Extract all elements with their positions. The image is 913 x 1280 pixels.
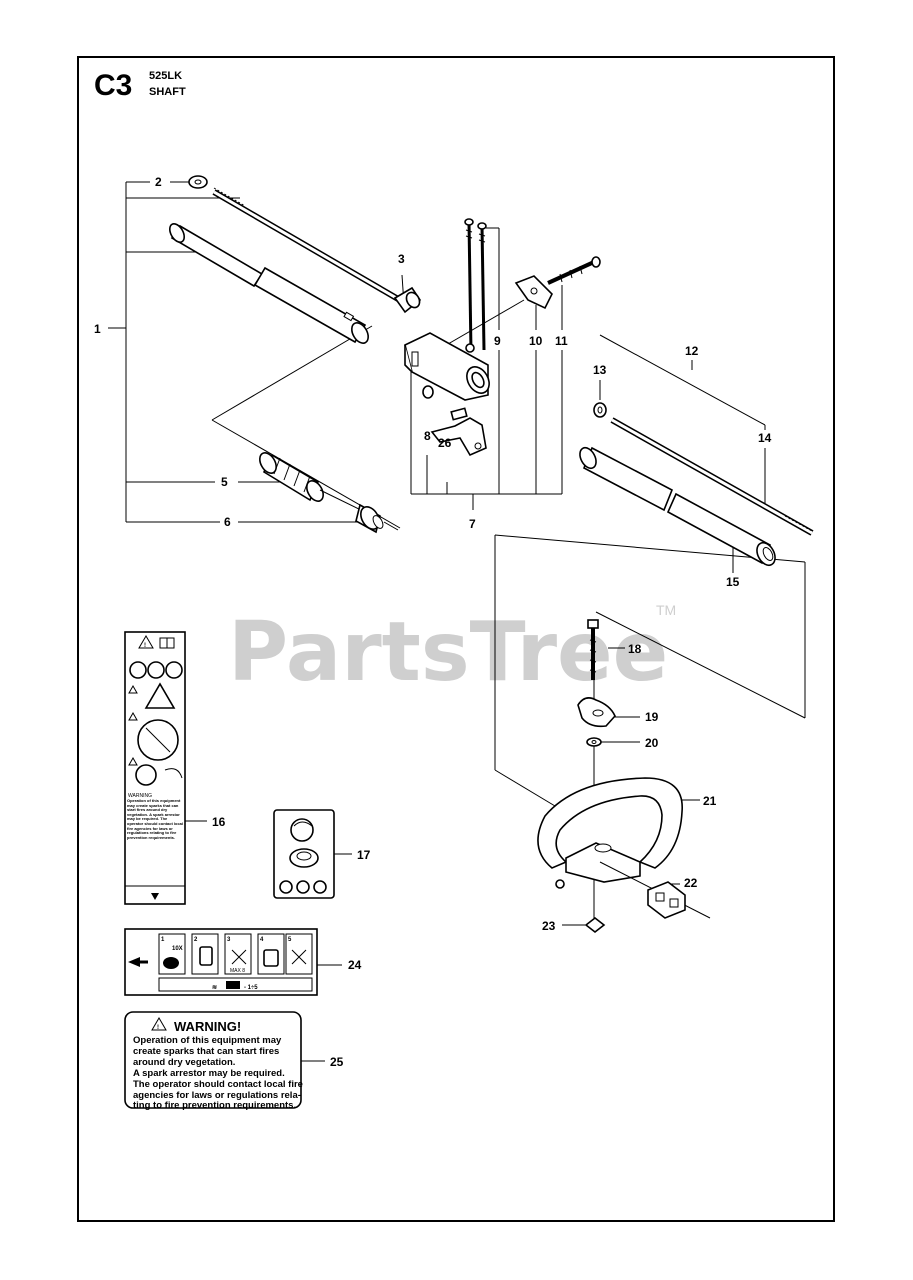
callout-21[interactable]: 21 (703, 794, 717, 808)
svg-text:agencies for laws or regulatio: agencies for laws or regulations rela- (133, 1090, 301, 1101)
warning-triangle-icon (151, 1017, 167, 1031)
model-name: 525LK (149, 70, 182, 82)
svg-text:≋: ≋ (212, 985, 217, 991)
callout-15[interactable]: 15 (726, 575, 740, 589)
callout-14[interactable]: 14 (758, 431, 772, 445)
part-8-nut[interactable] (422, 385, 434, 399)
svg-text:2: 2 (194, 937, 198, 943)
svg-text:ting to fire prevention requir: ting to fire prevention requirements. (133, 1100, 296, 1111)
watermark-trademark: TM (656, 602, 676, 618)
callout-10[interactable]: 10 (529, 334, 543, 348)
callout-5[interactable]: 5 (221, 475, 228, 489)
part-7-clamp-body[interactable] (404, 332, 494, 401)
callout-23[interactable]: 23 (542, 919, 556, 933)
svg-text:around dry vegetation.: around dry vegetation. (133, 1057, 235, 1068)
callout-17[interactable]: 17 (357, 848, 371, 862)
part-5-bearing[interactable] (256, 450, 326, 504)
part-9-screws[interactable] (464, 218, 487, 353)
section-code: C3 (94, 69, 132, 102)
svg-text:1: 1 (161, 937, 165, 943)
svg-text:create sparks that can start f: create sparks that can start fires (133, 1046, 279, 1057)
callout-22[interactable]: 22 (684, 876, 698, 890)
callout-16[interactable]: 16 (212, 815, 226, 829)
watermark-brand: PartsTree (228, 605, 668, 700)
decal-17[interactable] (273, 809, 335, 899)
svg-text:!: ! (144, 643, 146, 649)
warning-title: WARNING! (174, 1019, 241, 1034)
callout-1[interactable]: 1 (94, 322, 101, 336)
svg-text:3: 3 (227, 937, 231, 943)
section-title: SHAFT (149, 86, 186, 98)
svg-text:The operator should contact lo: The operator should contact local fire (133, 1079, 303, 1090)
part-3-bushing[interactable] (393, 286, 422, 314)
svg-text:!: ! (157, 1025, 159, 1031)
decal-16-warning-head: WARNING (128, 793, 152, 799)
part-1-shaft-tube[interactable] (167, 221, 372, 346)
svg-text:MAX 8: MAX 8 (230, 968, 245, 974)
svg-text:- 1÷5: - 1÷5 (244, 985, 258, 991)
callout-3[interactable]: 3 (398, 252, 405, 266)
part-23-square-nut[interactable] (584, 916, 606, 934)
decal-16[interactable]: ! WARNING Operation of this equipment ma… (124, 631, 186, 905)
part-26-lower-clamp[interactable] (430, 407, 487, 457)
part-6-sleeve[interactable] (355, 503, 385, 534)
callout-9[interactable]: 9 (494, 334, 501, 348)
part-drive-shaft[interactable] (212, 187, 407, 306)
callout-26[interactable]: 26 (438, 436, 452, 450)
svg-text:4: 4 (260, 937, 264, 943)
callout-12[interactable]: 12 (685, 344, 699, 358)
svg-text:Operation of this equipment ma: Operation of this equipment may (133, 1035, 282, 1046)
callout-18[interactable]: 18 (628, 642, 642, 656)
part-14-drive-shaft[interactable] (610, 417, 814, 536)
callout-20[interactable]: 20 (645, 736, 659, 750)
callout-2[interactable]: 2 (155, 175, 162, 189)
callout-7[interactable]: 7 (469, 517, 476, 531)
part-10-clamp-lever[interactable] (514, 275, 553, 310)
callout-8[interactable]: 8 (424, 429, 431, 443)
callout-25[interactable]: 25 (330, 1055, 344, 1069)
bracket-group-12 (494, 334, 806, 813)
part-15-shaft-tube[interactable] (577, 445, 779, 568)
part-18-bolt[interactable] (587, 619, 599, 680)
callout-13[interactable]: 13 (593, 363, 607, 377)
callout-19[interactable]: 19 (645, 710, 659, 724)
svg-text:10X: 10X (172, 946, 183, 952)
svg-text:5: 5 (288, 937, 292, 943)
decal-24[interactable]: 1 2 3 4 5 10X MAX 8 ≋ - 1÷5 (124, 928, 318, 996)
part-11-screw[interactable] (547, 256, 601, 285)
part-19-knob[interactable] (577, 697, 616, 728)
callout-6[interactable]: 6 (224, 515, 231, 529)
warning-label-25[interactable]: ! WARNING! Operation of this equipment m… (124, 1011, 303, 1111)
svg-text:A spark arrestor may be requir: A spark arrestor may be required. (133, 1068, 285, 1079)
bracket-group-1 (108, 181, 405, 529)
part-22-cable-clip[interactable] (599, 861, 711, 919)
arrow-left-icon (128, 957, 140, 967)
diagram-frame (77, 56, 835, 1222)
callout-11[interactable]: 11 (555, 334, 568, 348)
decal-16-text: Operation of this equipment may create s… (127, 799, 184, 840)
part-21-loop-handle[interactable] (537, 777, 683, 889)
callout-24[interactable]: 24 (348, 958, 362, 972)
